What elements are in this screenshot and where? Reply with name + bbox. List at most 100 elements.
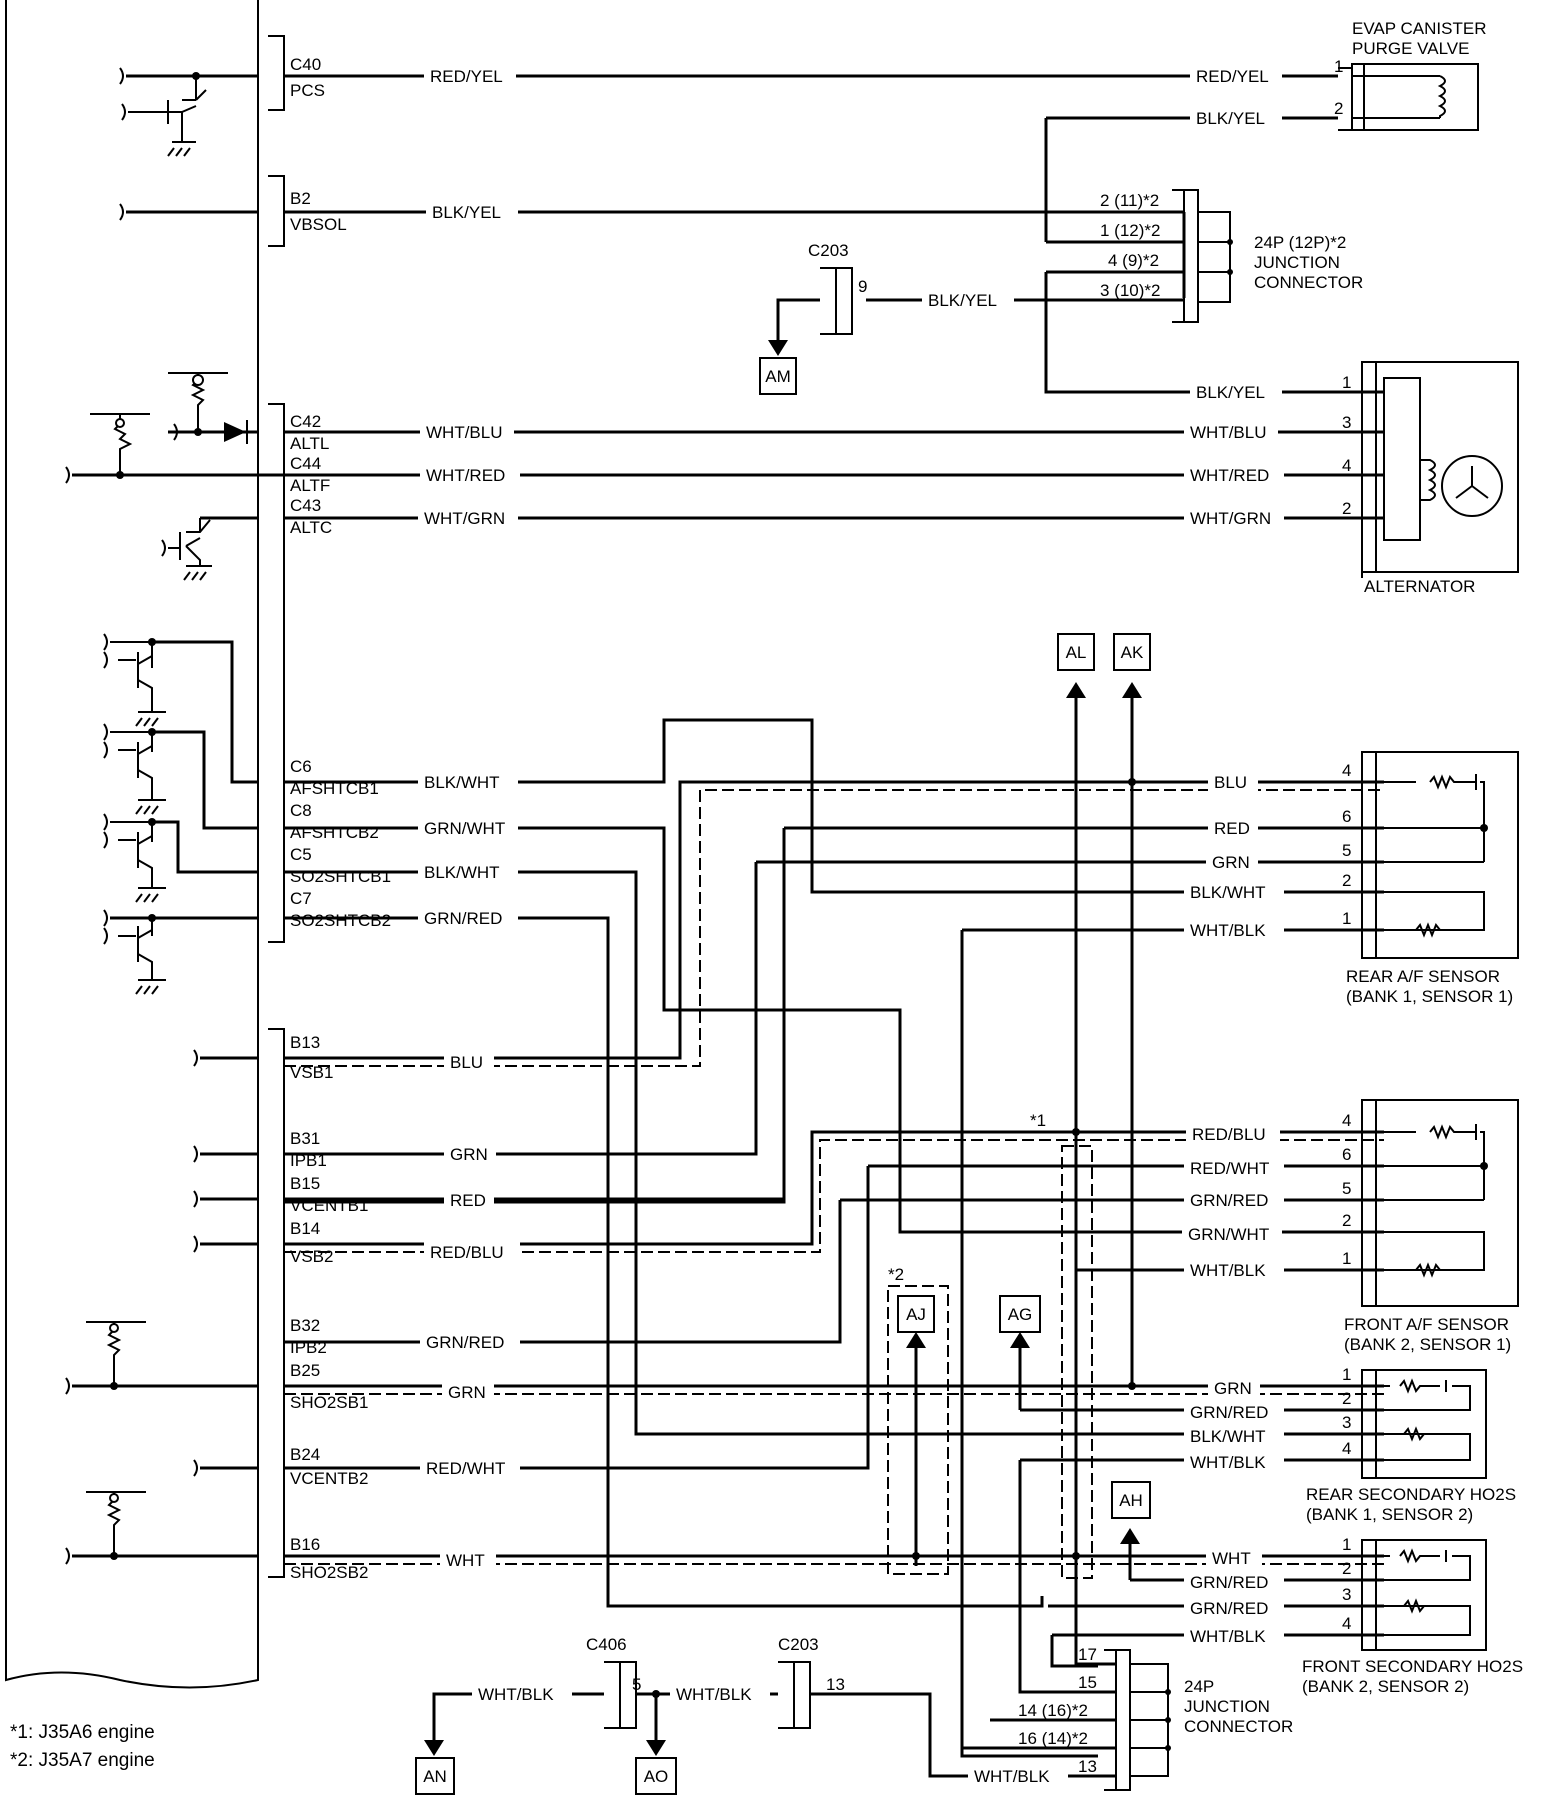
connector-c203-top: C203 9 xyxy=(808,241,867,335)
wire-label: WHT/BLK xyxy=(974,1767,1050,1786)
wire-label: WHT/GRN xyxy=(1190,509,1271,528)
wire-label: GRN xyxy=(1214,1379,1252,1398)
alt-pin-1: 1 xyxy=(1342,373,1351,392)
rear-secondary-ho2s: 1 2 3 4 REAR SECONDARY HO2S (BANK 1, SEN… xyxy=(1306,1365,1516,1524)
rear-ho2s-pin-2: 2 xyxy=(1342,1389,1351,1408)
ref-box-ak[interactable] xyxy=(1113,633,1151,671)
ref-box-ao[interactable] xyxy=(635,1757,677,1795)
front-af-title-line2: (BANK 2, SENSOR 1) xyxy=(1344,1335,1511,1354)
wire-label: WHT/BLK xyxy=(1190,1261,1266,1280)
pin-name-altf: ALTF xyxy=(290,476,330,495)
pin-name-afshtcb1: AFSHTCB1 xyxy=(290,779,379,798)
pin-code-c42: C42 xyxy=(290,412,321,431)
jb-title-line1: 24P xyxy=(1184,1677,1214,1696)
jt-title-line3: CONNECTOR xyxy=(1254,273,1363,292)
pin-code-b24: B24 xyxy=(290,1445,320,1464)
jb-pin-14: 14 (16)*2 xyxy=(1018,1701,1088,1720)
wire-label: RED xyxy=(1214,819,1250,838)
front-ho2s-pin-4: 4 xyxy=(1342,1614,1351,1633)
wire-label: BLK/WHT xyxy=(1190,883,1266,902)
ref-box-aj[interactable] xyxy=(897,1295,935,1333)
wire-label: RED/YEL xyxy=(430,67,503,86)
wire-label: BLU xyxy=(450,1053,483,1072)
wire-label: WHT/BLK xyxy=(1190,1627,1266,1646)
pin-name-ipb1: IPB1 xyxy=(290,1151,327,1170)
wire-label: WHT/GRN xyxy=(424,509,505,528)
alternator: 1 3 4 2 ALTERNATOR xyxy=(1342,361,1519,596)
rear-af-sensor: 4 6 5 2 1 REAR A/F SENSOR (BANK 1, SENSO… xyxy=(1342,751,1519,1006)
jb-pin-16: 16 (14)*2 xyxy=(1018,1729,1088,1748)
pin-code-b15: B15 xyxy=(290,1174,320,1193)
jt-pin-2: 1 (12)*2 xyxy=(1100,221,1160,240)
rear-af-pin-1: 1 xyxy=(1342,909,1351,928)
ref-box-ah[interactable] xyxy=(1111,1481,1151,1519)
rear-af-pin-4: 4 xyxy=(1342,761,1351,780)
note-star1: *1 xyxy=(1030,1111,1046,1130)
pin-code-b32: B32 xyxy=(290,1316,320,1335)
rear-af-title-line2: (BANK 1, SENSOR 1) xyxy=(1346,987,1513,1006)
ref-box-an[interactable] xyxy=(415,1757,455,1795)
wire-label: GRN xyxy=(448,1383,486,1402)
pin-code-c8: C8 xyxy=(290,801,312,820)
front-af-pin-5: 5 xyxy=(1342,1179,1351,1198)
pin-name-sho2sb2: SHO2SB2 xyxy=(290,1563,368,1582)
wire-label: GRN/WHT xyxy=(424,819,505,838)
wire-label: WHT/RED xyxy=(1190,466,1269,485)
notes: *1 *2 *1: J35A6 engine *2: J35A7 engine xyxy=(10,1111,1046,1771)
rear-ho2s-title-line1: REAR SECONDARY HO2S xyxy=(1306,1485,1516,1504)
wire-label: RED/YEL xyxy=(1196,67,1269,86)
pin-name-vsb1: VSB1 xyxy=(290,1063,333,1082)
evap-pin-1: 1 xyxy=(1334,57,1343,76)
front-af-pin-1: 1 xyxy=(1342,1249,1351,1268)
jt-title-line2: JUNCTION xyxy=(1254,253,1340,272)
connector-c406-pin: 5 xyxy=(632,1675,641,1694)
ecm-block xyxy=(5,0,285,1689)
pin-code-c44: C44 xyxy=(290,454,321,473)
jb-title-line2: JUNCTION xyxy=(1184,1697,1270,1716)
ref-box-al[interactable] xyxy=(1057,633,1095,671)
front-ho2s-title-line2: (BANK 2, SENSOR 2) xyxy=(1302,1677,1469,1696)
pin-code-c7: C7 xyxy=(290,889,312,908)
wire-label: GRN/RED xyxy=(426,1333,504,1352)
wire-label: GRN/WHT xyxy=(1188,1225,1269,1244)
wire-label: WHT/BLK xyxy=(676,1685,752,1704)
alt-pin-2: 2 xyxy=(1342,499,1351,518)
pin-name-altc: ALTC xyxy=(290,518,332,537)
wire-label: RED/WHT xyxy=(1190,1159,1269,1178)
pin-name-vcentb2: VCENTB2 xyxy=(290,1469,368,1488)
ref-an-label: AN xyxy=(423,1767,447,1786)
rear-ho2s-pin-1: 1 xyxy=(1342,1365,1351,1384)
connector-c406-label: C406 xyxy=(586,1635,627,1654)
wire-label: RED/WHT xyxy=(426,1459,505,1478)
wire-label: WHT/RED xyxy=(426,466,505,485)
ref-ao-label: AO xyxy=(644,1767,669,1786)
evap-title-line2: PURGE VALVE xyxy=(1352,39,1469,58)
wire-label: WHT xyxy=(446,1551,485,1570)
jt-pin-4: 3 (10)*2 xyxy=(1100,281,1160,300)
pin-name-vsb2: VSB2 xyxy=(290,1247,333,1266)
ref-aj-label: AJ xyxy=(906,1305,926,1324)
evap-purge-valve: EVAP CANISTER PURGE VALVE 1 2 xyxy=(1334,19,1486,131)
wire-label: RED/BLU xyxy=(430,1243,504,1262)
rear-ho2s-pin-3: 3 xyxy=(1342,1413,1351,1432)
ref-box-am[interactable] xyxy=(759,357,797,395)
reference-boxes: AM AL AK AJ AG AH AN AO xyxy=(415,357,1151,1795)
jt-title-line1: 24P (12P)*2 xyxy=(1254,233,1346,252)
evap-pin-2: 2 xyxy=(1334,99,1343,118)
alternator-label: ALTERNATOR xyxy=(1364,577,1475,596)
front-ho2s-pin-3: 3 xyxy=(1342,1585,1351,1604)
pin-code-b14: B14 xyxy=(290,1219,320,1238)
wire-label: WHT xyxy=(1212,1549,1251,1568)
wire-label: WHT/BLU xyxy=(1190,423,1267,442)
wire-label: GRN/RED xyxy=(1190,1191,1268,1210)
wire-label: WHT/BLU xyxy=(426,423,503,442)
front-af-pin-4: 4 xyxy=(1342,1111,1351,1130)
ref-box-ag[interactable] xyxy=(999,1295,1041,1333)
footnote-2: *2: J35A7 engine xyxy=(10,1750,155,1771)
rear-ho2s-pin-4: 4 xyxy=(1342,1439,1351,1458)
pin-name-afshtcb2: AFSHTCB2 xyxy=(290,823,379,842)
ref-ah-label: AH xyxy=(1119,1491,1143,1510)
sensor-wires xyxy=(284,682,1384,1758)
rear-af-pin-2: 2 xyxy=(1342,871,1351,890)
wire-label: WHT/BLK xyxy=(478,1685,554,1704)
